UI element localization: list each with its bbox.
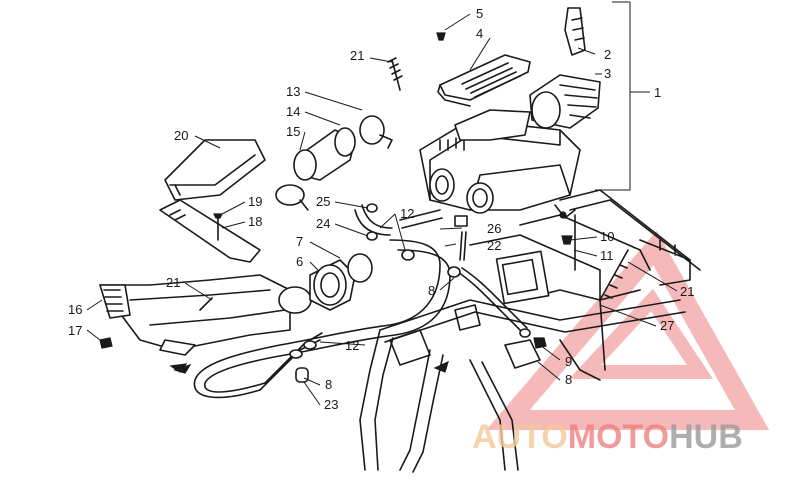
watermark-moto: MOTO: [568, 418, 669, 456]
callout-8-a: 8: [428, 283, 435, 298]
lid-screw: [436, 32, 446, 41]
callout-21-c: 21: [680, 284, 694, 299]
callout-8-c: 8: [565, 372, 572, 387]
pre-filter: [564, 7, 586, 56]
callout-23: 23: [324, 397, 338, 412]
direction-arrow-right: [433, 360, 449, 373]
callout-9: 9: [565, 354, 572, 369]
watermark-triangle: [486, 230, 770, 430]
bolt-21-right: [599, 249, 629, 301]
intake-duct-lower: [99, 274, 291, 373]
intake-boot-upper: [275, 115, 393, 211]
callout-6: 6: [296, 254, 303, 269]
watermark-auto: AUTO: [472, 418, 568, 456]
callout-15: 15: [286, 124, 300, 139]
callout-10: 10: [600, 229, 614, 244]
air-filter: [529, 74, 601, 129]
callout-18: 18: [248, 214, 262, 229]
callout-13: 13: [286, 84, 300, 99]
svg-text:AUTOMOTOHUB: AUTOMOTOHUB: [472, 418, 743, 456]
callout-14: 14: [286, 104, 300, 119]
vehicle-frame: [359, 189, 701, 473]
callout-1: 1: [654, 85, 661, 100]
callout-7: 7: [296, 234, 303, 249]
intake-duct-upper: [164, 139, 266, 201]
callout-19: 19: [248, 194, 262, 209]
watermark-hub: HUB: [669, 418, 743, 456]
bolt-21-top: [387, 57, 403, 91]
air-box-lid: [437, 54, 531, 107]
callout-21-a: 21: [350, 48, 364, 63]
callout-12-b: 12: [345, 338, 359, 353]
callout-5: 5: [476, 6, 483, 21]
direction-arrow-left: [173, 363, 192, 374]
callout-2: 2: [604, 47, 611, 62]
callout-12-a: 12: [400, 206, 414, 221]
callout-labels: 1 2 3 4 5 6 7 8 8 8 9 10 11 12 12 13 14 …: [68, 6, 694, 412]
callout-25: 25: [316, 194, 330, 209]
callout-17: 17: [68, 323, 82, 338]
callout-22: 22: [487, 238, 501, 253]
air-box: [419, 109, 581, 219]
callout-20: 20: [174, 128, 188, 143]
callout-16: 16: [68, 302, 82, 317]
mounting-bracket: [159, 199, 261, 263]
callout-21-b: 21: [166, 275, 180, 290]
callout-4: 4: [476, 26, 483, 41]
callout-8-b: 8: [325, 377, 332, 392]
nut-9: [533, 337, 547, 349]
hose-cap: [295, 367, 309, 383]
intake-boot-lower: [278, 253, 373, 314]
callout-3: 3: [604, 66, 611, 81]
leader-lines: [86, 1, 678, 406]
hose-fitting: [366, 203, 415, 261]
drain-tube: [447, 215, 531, 338]
watermark-logo: AUTOMOTOHUB: [472, 418, 743, 456]
washer-10: [561, 235, 573, 245]
duct-screw: [199, 297, 213, 311]
duct-clip: [99, 337, 113, 349]
callout-11: 11: [600, 248, 614, 263]
callout-27: 27: [660, 318, 674, 333]
callout-24: 24: [316, 216, 330, 231]
bracket-screw: [213, 213, 223, 241]
callout-26: 26: [487, 221, 501, 236]
